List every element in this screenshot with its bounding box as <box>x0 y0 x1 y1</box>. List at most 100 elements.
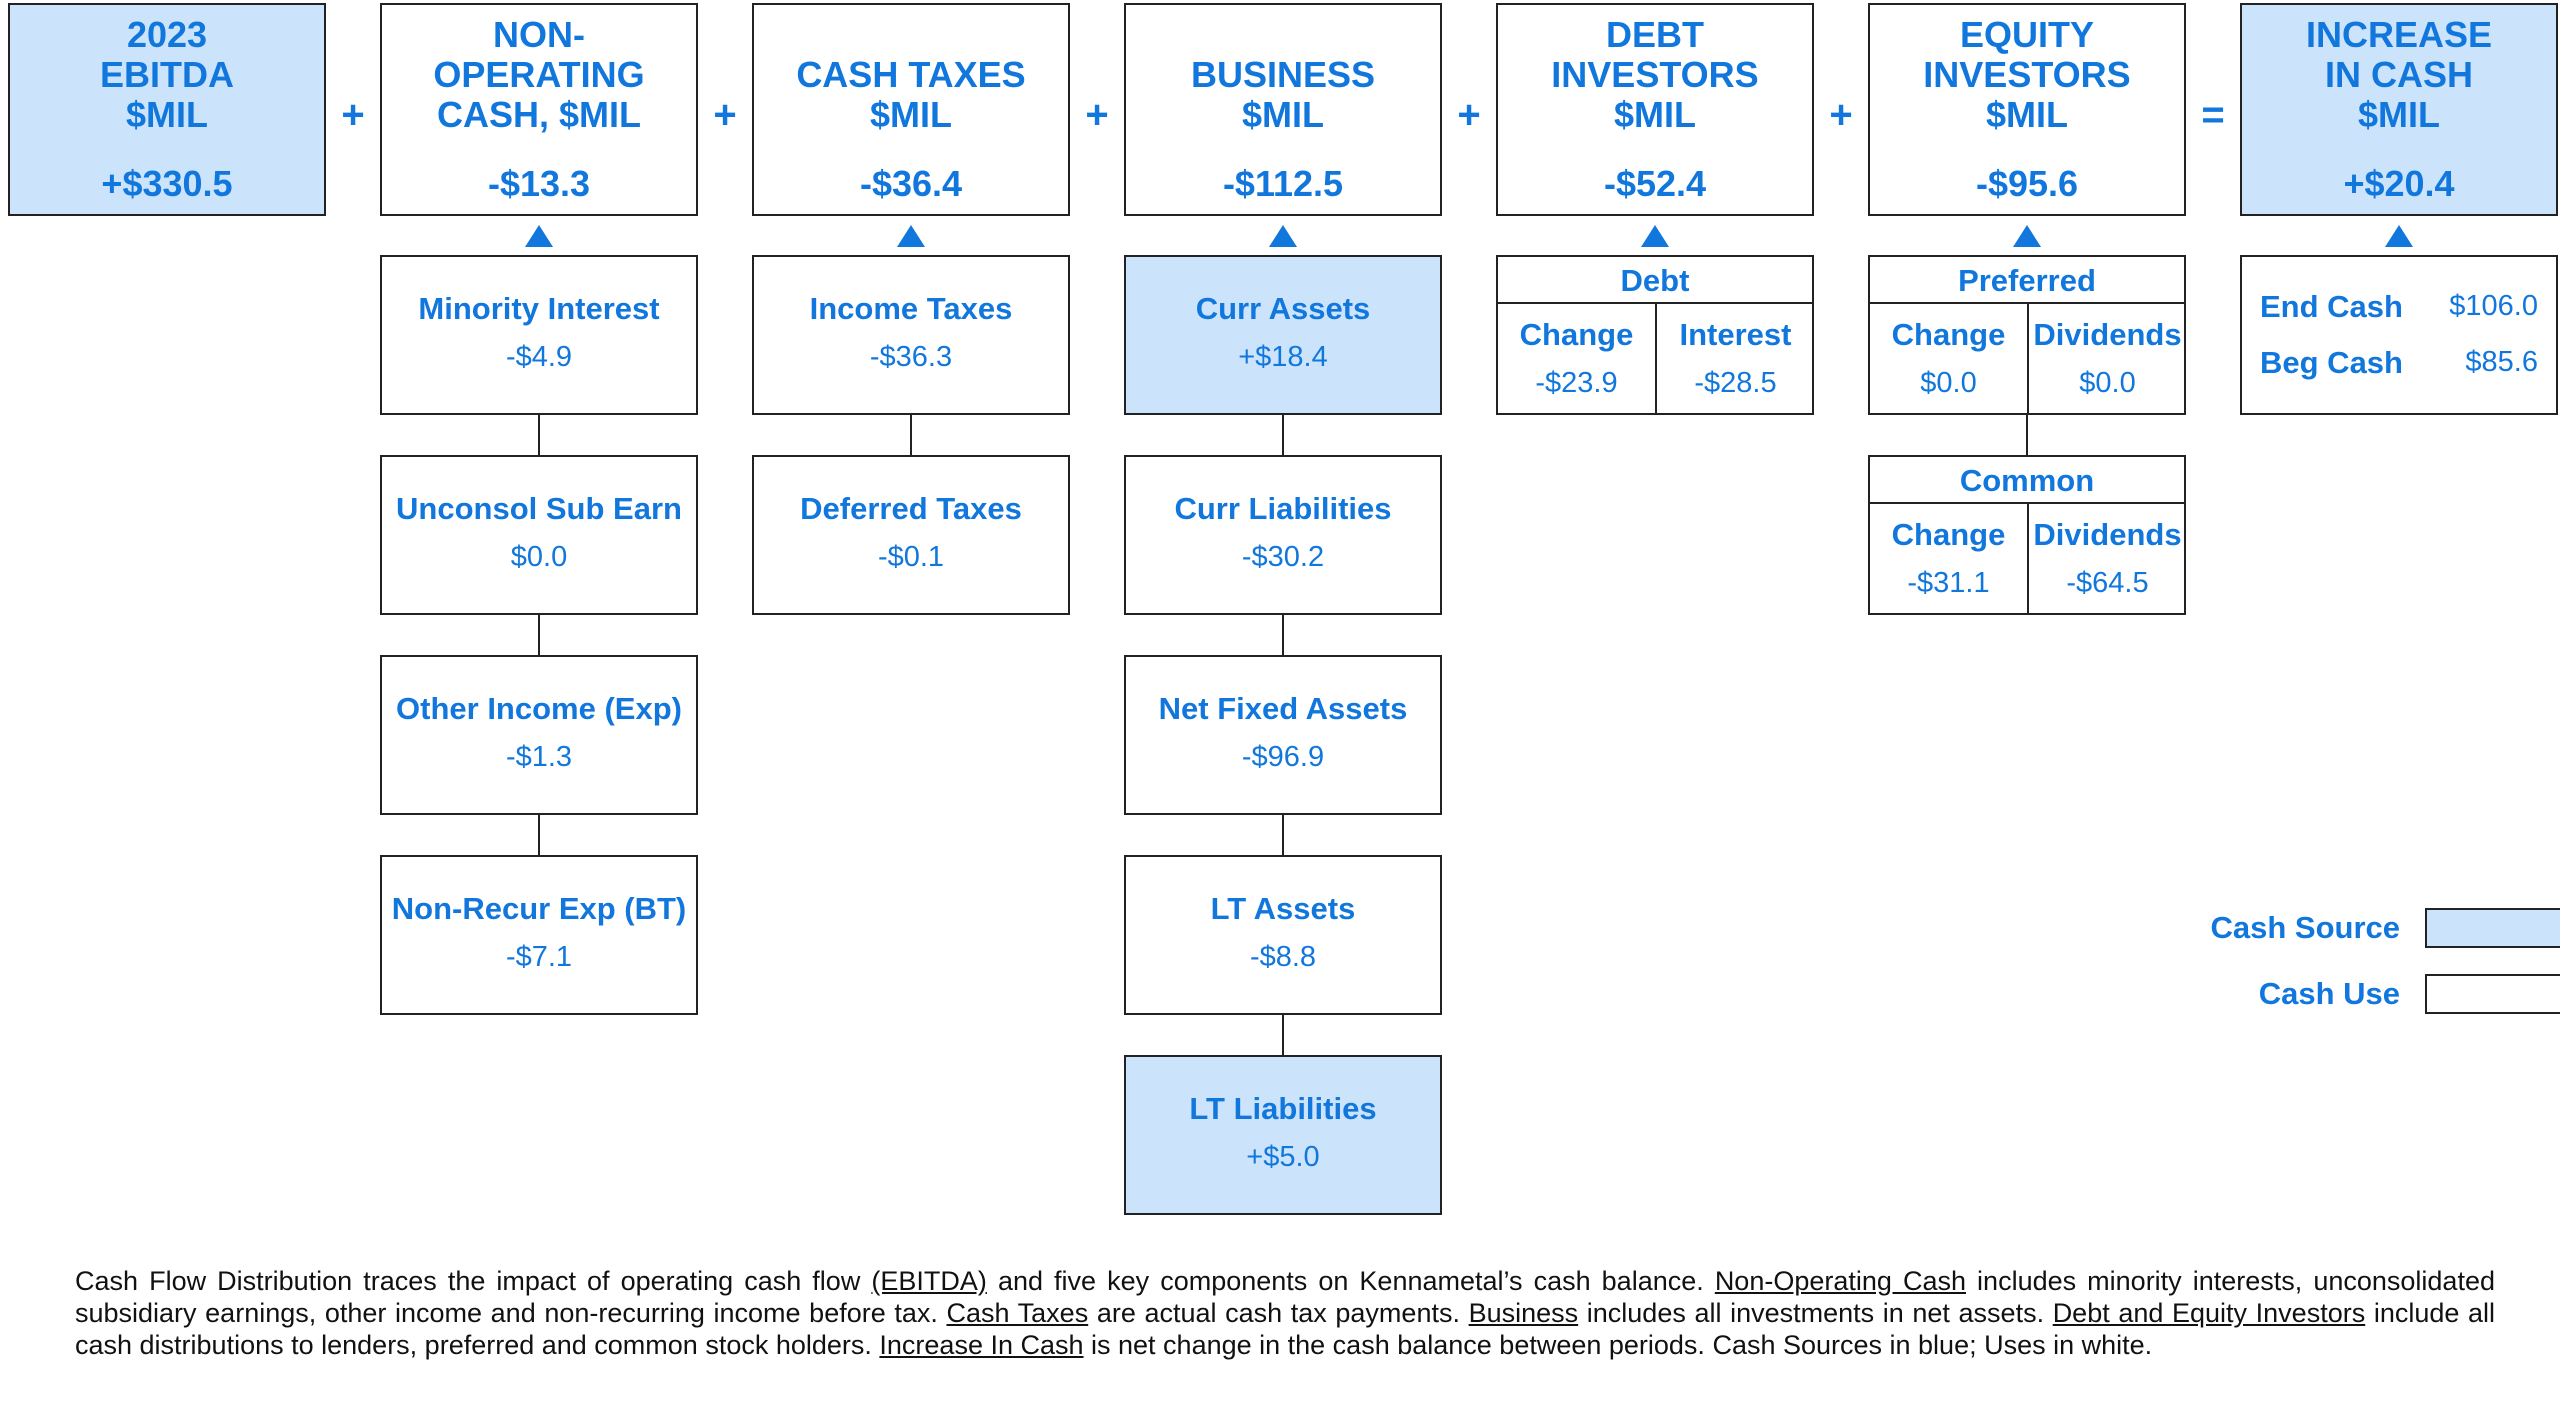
cash-header-title: INCREASE IN CASH $MIL <box>2242 15 2556 135</box>
ebitda-header-box: 2023 EBITDA $MIL +$330.5 <box>8 3 326 216</box>
business-item-value: -$8.8 <box>1249 941 1317 973</box>
debt-col1-value: -$23.9 <box>1535 367 1618 399</box>
ebitda-header-title: 2023 EBITDA $MIL <box>10 15 324 135</box>
nonop-title-line-2: OPERATING <box>433 54 645 95</box>
business-item-label: Curr Assets <box>1195 291 1371 326</box>
nonop-item-label: Minority Interest <box>418 291 660 326</box>
equity-title-line-1: EQUITY <box>1959 14 2094 55</box>
equity-value: -$95.6 <box>1975 163 2079 204</box>
up-arrow-icon <box>525 225 553 247</box>
equity-title-line-2: INVESTORS <box>1923 54 2131 95</box>
footnote-text: includes minority interests, unconsolida… <box>75 1266 2495 1328</box>
cash-title-line-2: IN CASH <box>2324 54 2473 95</box>
nonop-item-value: $0.0 <box>510 541 568 573</box>
preferred-col1-value: $0.0 <box>1920 367 1977 399</box>
connector-line <box>538 815 540 855</box>
cash-title-line-1: INCREASE <box>2305 14 2493 55</box>
nonop-item-label: Non-Recur Exp (BT) <box>391 891 687 926</box>
common-detail-box: Common Change -$31.1 Dividends -$64.5 <box>1868 455 2186 615</box>
ebitda-title-line-2: EBITDA <box>100 54 234 95</box>
tax-item-value: -$0.1 <box>877 541 945 573</box>
preferred-col2-label: Dividends <box>2033 317 2182 352</box>
footnote-text: and five key components on Kennametal’s … <box>986 1266 1715 1296</box>
nonop-value: -$13.3 <box>487 163 591 204</box>
plus-operator-4: + <box>1457 93 1481 137</box>
tax-item-box: Income Taxes -$36.3 <box>752 255 1070 415</box>
connector-line <box>538 615 540 655</box>
nonop-item-label: Unconsol Sub Earn <box>396 491 682 526</box>
debt-title-line-3: $MIL <box>1613 94 1696 135</box>
taxes-header-box: CASH TAXES $MIL -$36.4 <box>752 3 1070 216</box>
common-col2-label: Dividends <box>2033 517 2182 552</box>
debt-col1-label: Change <box>1519 317 1634 352</box>
business-item-value: -$30.2 <box>1241 541 1325 573</box>
divider <box>2027 304 2029 413</box>
business-item-box: Net Fixed Assets -$96.9 <box>1124 655 1442 815</box>
nonop-title-line-1: NON- <box>493 14 585 55</box>
business-item-value: +$18.4 <box>1238 341 1328 373</box>
divider <box>1655 304 1657 413</box>
business-header-box: BUSINESS $MIL -$112.5 <box>1124 3 1442 216</box>
end-cash-label: End Cash <box>2260 289 2403 324</box>
debt-title-line-2: INVESTORS <box>1551 54 1759 95</box>
cash-title-line-3: $MIL <box>2357 94 2440 135</box>
footnote-text: includes all investments in net assets. <box>1578 1298 2053 1328</box>
nonop-header-box: NON- OPERATING CASH, $MIL -$13.3 <box>380 3 698 216</box>
business-item-box: Curr Liabilities -$30.2 <box>1124 455 1442 615</box>
nonop-title-line-3: CASH, $MIL <box>436 94 641 135</box>
footnote-term: Business <box>1468 1298 1579 1328</box>
tax-item-label: Deferred Taxes <box>800 491 1022 526</box>
footnote-term: Increase In Cash <box>879 1330 1084 1360</box>
connector-line <box>1282 1015 1284 1055</box>
business-item-box: Curr Assets +$18.4 <box>1124 255 1442 415</box>
business-value: -$112.5 <box>1222 163 1344 204</box>
equity-header-box: EQUITY INVESTORS $MIL -$95.6 <box>1868 3 2186 216</box>
debt-detail-box: Debt Change -$23.9 Interest -$28.5 <box>1496 255 1814 415</box>
plus-operator-5: + <box>1829 93 1853 137</box>
footnote-text: is net change in the cash balance betwee… <box>1083 1330 2153 1360</box>
equity-header-title: EQUITY INVESTORS $MIL <box>1870 15 2184 135</box>
common-col2-value: -$64.5 <box>2066 567 2149 599</box>
end-cash-value: $106.0 <box>2449 290 2538 322</box>
footnote: Cash Flow Distribution traces the impact… <box>75 1265 2495 1361</box>
debt-header-title: DEBT INVESTORS $MIL <box>1498 15 1812 135</box>
business-item-value: +$5.0 <box>1246 1141 1320 1173</box>
common-detail-header: Common <box>1959 463 2095 498</box>
nonop-item-box: Other Income (Exp) -$1.3 <box>380 655 698 815</box>
footnote-text: include all cash distributions to lender… <box>75 1298 2496 1360</box>
business-item-label: LT Liabilities <box>1189 1091 1377 1126</box>
preferred-detail-box: Preferred Change $0.0 Dividends $0.0 <box>1868 255 2186 415</box>
nonop-item-box: Unconsol Sub Earn $0.0 <box>380 455 698 615</box>
connector-line <box>1282 815 1284 855</box>
nonop-item-value: -$4.9 <box>505 341 573 373</box>
cash-detail-box: End Cash $106.0 Beg Cash $85.6 <box>2240 255 2558 415</box>
ebitda-title-line-3: $MIL <box>125 94 208 135</box>
beg-cash-value: $85.6 <box>2465 346 2538 378</box>
footnote-text: Cash Flow Distribution traces the impact… <box>75 1266 872 1296</box>
plus-operator-3: + <box>1085 93 1109 137</box>
footnote-term: Non-Operating Cash <box>1714 1266 1966 1296</box>
cash-header-box: INCREASE IN CASH $MIL +$20.4 <box>2240 3 2558 216</box>
preferred-col1-label: Change <box>1891 317 2006 352</box>
common-col1-label: Change <box>1891 517 2006 552</box>
footnote-term: Cash Taxes <box>946 1298 1089 1328</box>
business-header-title: BUSINESS $MIL <box>1126 55 1440 135</box>
divider <box>1870 302 2184 304</box>
footnote-term: Debt and Equity Investors <box>2052 1298 2366 1328</box>
footnote-text: are actual cash tax payments. <box>1088 1298 1469 1328</box>
ebitda-title-line-1: 2023 <box>126 14 208 55</box>
business-title-line-1: BUSINESS <box>1190 54 1376 95</box>
debt-col2-value: -$28.5 <box>1694 367 1777 399</box>
connector-line <box>538 415 540 455</box>
legend-source-swatch <box>2425 908 2560 948</box>
divider <box>2027 504 2029 613</box>
nonop-header-title: NON- OPERATING CASH, $MIL <box>382 15 696 135</box>
ebitda-value: +$330.5 <box>101 163 233 204</box>
taxes-value: -$36.4 <box>859 163 963 204</box>
legend-source-label: Cash Source <box>2210 910 2400 945</box>
business-item-label: Net Fixed Assets <box>1158 691 1408 726</box>
tax-item-box: Deferred Taxes -$0.1 <box>752 455 1070 615</box>
taxes-title-line-1: CASH TAXES <box>796 54 1026 95</box>
legend-use-swatch <box>2425 974 2560 1014</box>
equity-title-line-3: $MIL <box>1985 94 2068 135</box>
